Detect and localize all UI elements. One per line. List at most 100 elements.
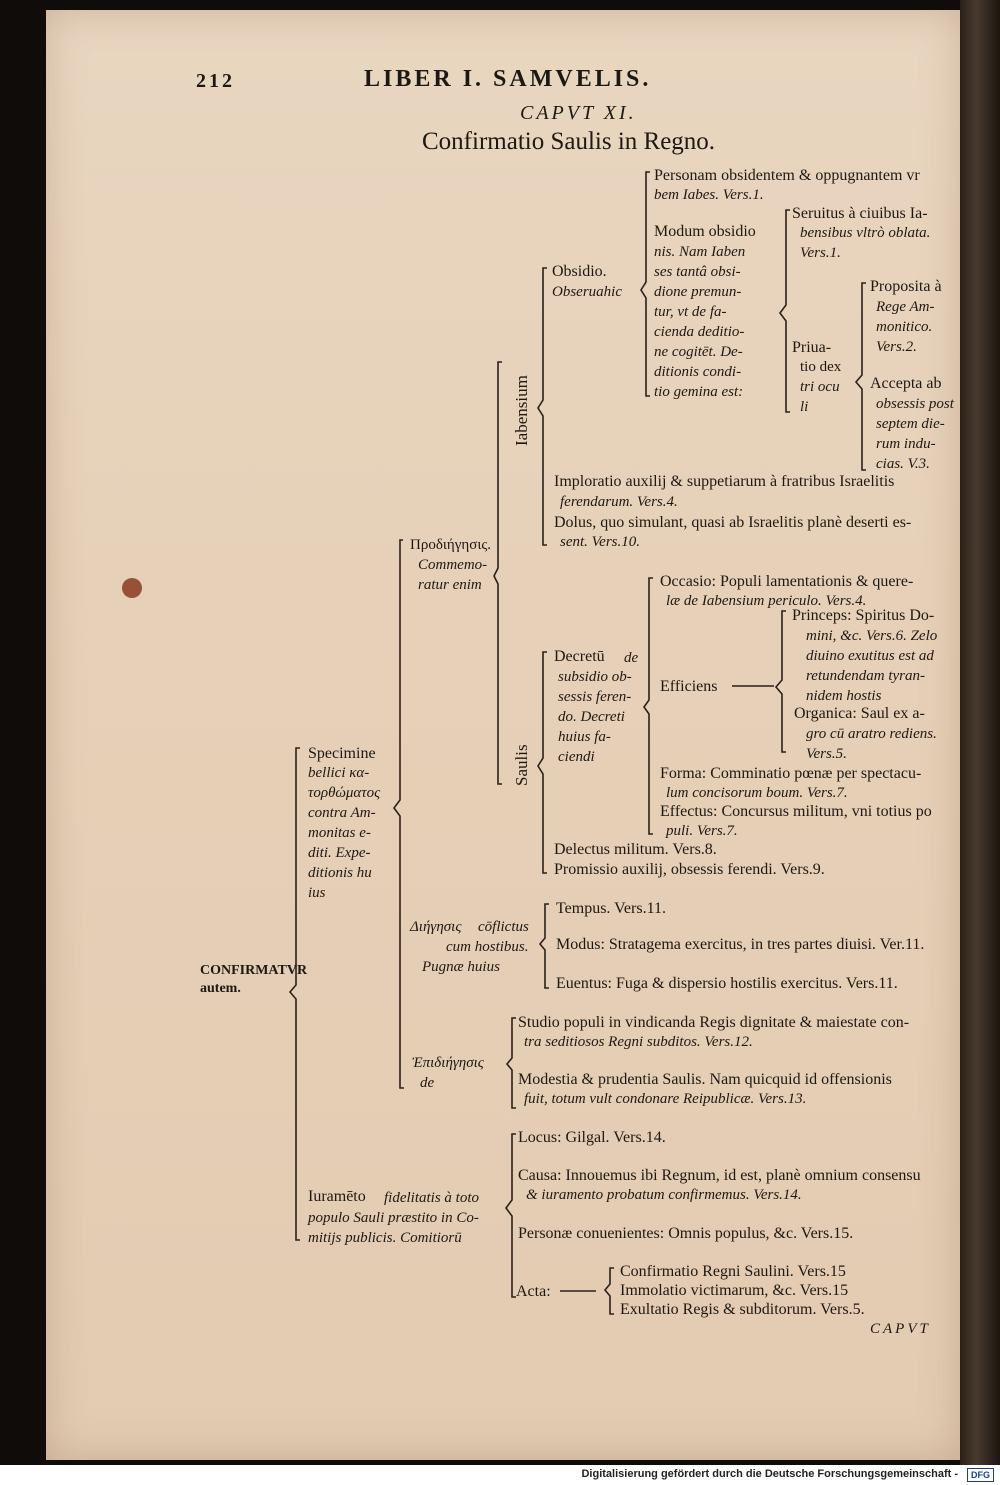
root-label: CONFIRMATVR autem. (200, 963, 308, 996)
decretum-label: Decretū (554, 648, 605, 665)
iuramento-label: Iuramēto (308, 1188, 366, 1205)
imploratio-line-2: ferendarum. Vers.4. (560, 494, 678, 510)
dolus-line-1: Dolus, quo simulant, quasi ab Israelitis… (554, 514, 912, 531)
effectus-line-1: Effectus: Concursus militum, vni totius … (660, 803, 932, 820)
princeps-line-4: retundendam tyran- (806, 668, 926, 684)
accepta-line-3: septem die- (876, 416, 945, 432)
page-title: Confirmatio Saulis in Regno. (422, 128, 716, 155)
priuatio-line-1: Priua- (792, 339, 832, 356)
proposita-line-1: Proposita à (870, 278, 942, 295)
book-spine (960, 0, 1000, 1465)
specimine-desc-1: bellici κα- (308, 765, 370, 781)
forma-line-1: Forma: Comminatio pœnæ per spectacu- (660, 765, 922, 782)
seruitus-line-2: bensibus vltrò oblata. (800, 225, 931, 241)
tempus-line: Tempus. Vers.11. (556, 900, 666, 917)
decretum-desc-3: sessis feren- (558, 689, 632, 705)
proposita-line-2: Rege Am- (876, 299, 935, 315)
causa-line-2: & iuramento probatum confirmemus. Vers.1… (526, 1187, 802, 1203)
decretum-desc-2: subsidio ob- (558, 669, 632, 685)
accepta-line-1: Accepta ab (870, 375, 942, 392)
accepta-line-2: obsessis post (876, 396, 954, 412)
effectus-line-2: puli. Vers.7. (666, 823, 738, 839)
prodiegesis-label: Προδιήγησις. (410, 537, 492, 553)
seruitus-line-3: Vers.1. (800, 245, 841, 261)
diegesis-desc-1: cōflictus (478, 919, 529, 935)
locus-line: Locus: Gilgal. Vers.14. (518, 1129, 666, 1146)
chapter-heading: CAPVT XI. (520, 102, 637, 124)
obsidio-desc: Obseruahic (552, 284, 622, 300)
occasio-line-2: læ de Iabensium periculo. Vers.4. (666, 593, 867, 609)
acta-item-3: Exultatio Regis & subditorum. Vers.5. (620, 1301, 865, 1318)
priuatio-line-2: tio dex (800, 359, 842, 375)
diegesis-label: Διήγησις (410, 919, 462, 935)
seruitus-line-1: Seruitus à ciuibus Ia- (792, 205, 928, 222)
decretum-desc-6: ciendi (558, 749, 595, 765)
personae-line: Personæ conuenientes: Omnis populus, &c.… (518, 1225, 854, 1242)
dfg-logo: DFG (967, 1468, 994, 1482)
proposita-line-3: monitico. (876, 319, 933, 335)
euentus-line: Euentus: Fuga & dispersio hostilis exerc… (556, 975, 898, 992)
iuramento-desc-1: fidelitatis à toto (384, 1190, 480, 1206)
decretum-desc-1: de (624, 650, 639, 666)
efficiens-label: Efficiens (660, 678, 718, 695)
studio-line-1: Studio populi in vindicanda Regis dignit… (518, 1014, 910, 1031)
saulis-label: Saulis (512, 744, 531, 786)
studio-line-2: tra seditiosos Regni subditos. Vers.12. (524, 1034, 753, 1050)
modum-line-9: tio gemina est: (654, 384, 744, 400)
organica-line-3: Vers.5. (806, 746, 847, 762)
forma-line-2: lum concisorum boum. Vers.7. (666, 785, 848, 801)
proposita-line-4: Vers.2. (876, 339, 917, 355)
priuatio-line-4: li (800, 399, 809, 415)
princeps-line-2: mini, &c. Vers.6. Zelo (806, 628, 938, 644)
prodiegesis-desc-2: ratur enim (418, 577, 482, 593)
ink-stain (122, 578, 142, 598)
modum-line-2: nis. Nam Iaben (654, 244, 746, 260)
modum-line-3: ses tantâ obsi- (654, 264, 741, 280)
digitization-footer: Digitalisierung gefördert durch die Deut… (0, 1465, 1000, 1485)
iuramento-desc-2: populo Sauli præstito in Co- (308, 1210, 479, 1226)
modum-line-8: ditionis condi- (654, 364, 742, 380)
decretum-desc-4: do. Decreti (558, 709, 625, 725)
accepta-line-5: cias. V.3. (876, 456, 930, 472)
delectus-line: Delectus militum. Vers.8. (554, 841, 717, 858)
iabensium-label: Iabensium (512, 375, 531, 446)
modestia-line-1: Modestia & prudentia Saulis. Nam quicqui… (518, 1071, 892, 1088)
organica-line-1: Organica: Saul ex a- (794, 705, 925, 722)
obsidio-label: Obsidio. (552, 263, 607, 280)
specimine-desc-3: contra Am- (308, 805, 376, 821)
causa-line-1: Causa: Innouemus ibi Regnum, id est, pla… (518, 1167, 921, 1184)
modestia-line-2: fuit, totum vult condonare Reipublicæ. V… (524, 1091, 807, 1107)
running-title: LIBER I. SAMVELIS. (364, 66, 652, 92)
specimine-label: Specimine (308, 745, 376, 762)
modum-line-6: cienda deditio- (654, 324, 745, 340)
specimine-desc-2: τορθώματος (308, 785, 381, 801)
epidiegesis-desc: de (420, 1075, 435, 1091)
specimine-desc-6: ditionis hu (308, 865, 372, 881)
priuatio-line-3: tri ocu (800, 379, 840, 395)
modum-line-7: ne cogitēt. De- (654, 344, 743, 360)
modus-line: Modus: Stratagema exercitus, in tres par… (556, 936, 925, 953)
acta-label: Acta: (516, 1283, 551, 1300)
modum-line-4: dione premun- (654, 284, 742, 300)
accepta-line-4: rum indu- (876, 436, 936, 452)
diegesis-desc-3: Pugnæ huius (422, 959, 500, 975)
book-page (46, 10, 960, 1460)
specimine-desc-4: monitas e- (308, 825, 371, 841)
acta-item-1: Confirmatio Regni Saulini. Vers.15 (620, 1263, 846, 1280)
prodiegesis-desc-1: Commemo- (418, 557, 488, 573)
princeps-line-1: Princeps: Spiritus Do- (792, 607, 935, 624)
acta-item-2: Immolatio victimarum, &c. Vers.15 (620, 1282, 849, 1299)
princeps-line-5: nidem hostis (806, 688, 882, 704)
page-number: 212 (196, 70, 235, 92)
decretum-desc-5: huius fa- (558, 729, 611, 745)
modum-line-1: Modum obsidio (654, 223, 756, 240)
diegesis-desc-2: cum hostibus. (446, 939, 529, 955)
footer-credit: Digitalisierung gefördert durch die Deut… (581, 1468, 958, 1480)
personam-line-2: bem Iabes. Vers.1. (654, 187, 764, 203)
iuramento-desc-3: mitijs publicis. Comitiorū (308, 1230, 462, 1246)
epidiegesis-label: Ἐπιδιήγησις (412, 1055, 484, 1071)
catchword: CAPVT (870, 1321, 931, 1337)
specimine-desc-5: diti. Expe- (308, 845, 371, 861)
promissio-line: Promissio auxilij, obsessis ferendi. Ver… (554, 861, 825, 878)
